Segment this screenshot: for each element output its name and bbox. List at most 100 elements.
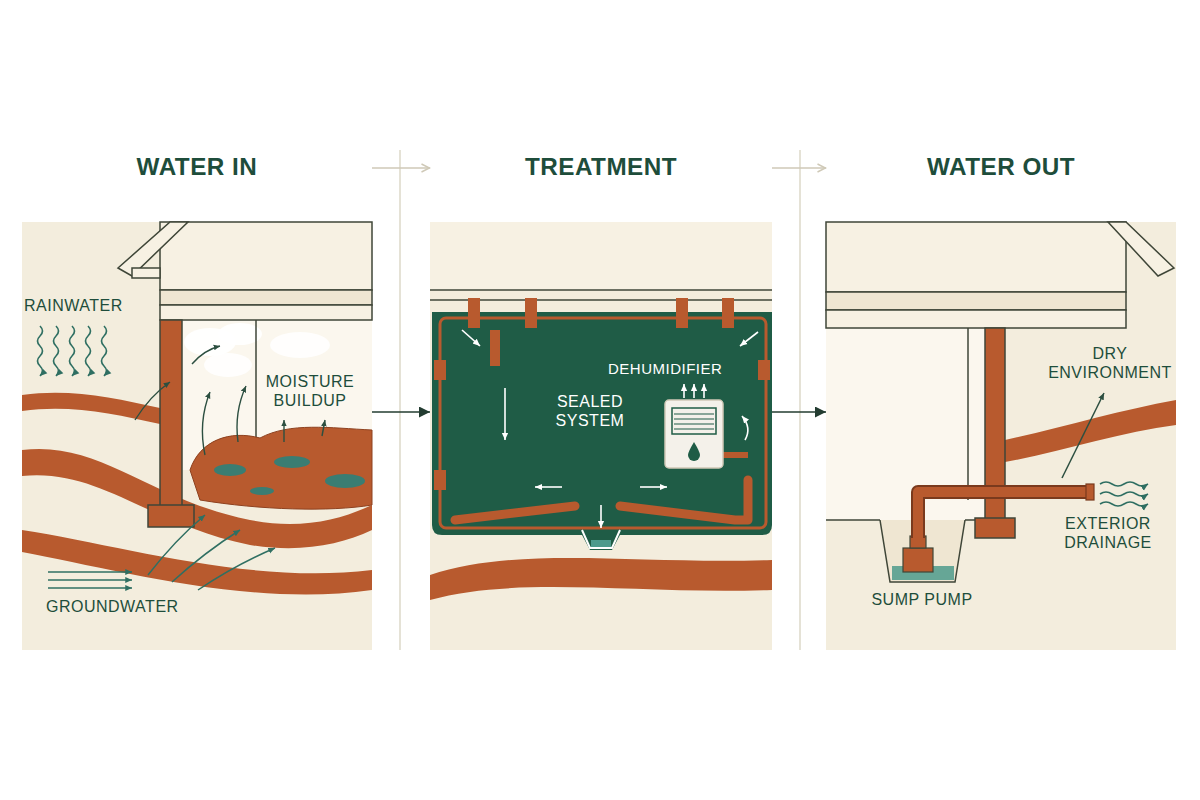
pier-post <box>160 320 182 508</box>
callout-label: DEHUMIDIFIER <box>608 360 758 378</box>
moisture-arrow <box>237 386 246 442</box>
bracket <box>676 298 688 328</box>
bracket <box>468 298 480 328</box>
callout-label: DRY ENVIRONMENT <box>1046 344 1174 382</box>
house-wall <box>160 222 372 290</box>
air-arrow <box>683 384 685 398</box>
soil-band <box>22 393 160 424</box>
panel-heading: TREATMENT <box>430 152 772 181</box>
callout-label: EXTERIOR DRAINAGE <box>1052 514 1164 552</box>
grille-slat <box>674 423 714 424</box>
groundwater-arrow <box>172 530 240 582</box>
flow-arrow <box>740 332 758 346</box>
roof-eave <box>1108 222 1174 276</box>
floor-band <box>826 310 1126 328</box>
groundwater-arrow <box>48 579 132 581</box>
flow-arrow <box>504 388 506 440</box>
rain-arrow <box>86 326 91 376</box>
flow-connector <box>372 167 430 169</box>
sump-well <box>582 530 620 548</box>
pipe-cap <box>1086 484 1094 500</box>
flow-arrow <box>462 330 480 346</box>
grille-slat <box>674 428 714 429</box>
groundwater-arrow <box>48 571 132 573</box>
callout-label: SEALED SYSTEM <box>543 392 637 430</box>
flow-arrow <box>600 505 602 528</box>
drain-pipe <box>723 452 748 458</box>
drain-pipe <box>620 480 748 520</box>
groundwater-arrow <box>198 548 275 590</box>
groundwater-arrow <box>48 587 132 589</box>
panel-ground <box>826 222 1176 650</box>
panel-divider <box>399 150 401 650</box>
crawlspace-wall <box>967 328 969 500</box>
drain-wave <box>1100 502 1148 506</box>
moisture-arrow <box>192 346 220 364</box>
soffit <box>132 268 160 278</box>
rain-arrow <box>70 326 75 376</box>
vapor-barrier <box>432 312 772 550</box>
puddle <box>325 474 365 488</box>
label-anchor: RAINWATER <box>24 296 174 315</box>
bracket <box>434 360 446 380</box>
moisture-arrow <box>322 420 325 436</box>
drain-pipe <box>490 330 500 366</box>
grille-slat <box>674 413 714 414</box>
puddle <box>214 464 246 476</box>
panel-heading: WATER OUT <box>826 152 1176 181</box>
sump-pump <box>903 548 933 572</box>
discharge-pipe <box>918 492 1088 538</box>
flow-arrow <box>535 486 562 488</box>
label-anchor: DRY ENVIRONMENT <box>1046 344 1174 382</box>
connector-group <box>372 168 826 412</box>
bracket <box>758 360 770 380</box>
house-wall <box>826 222 1126 292</box>
moisture-arrow <box>135 382 170 420</box>
rain-arrow <box>102 326 107 376</box>
panel: WATER OUT <box>826 140 1176 650</box>
moisture-arrow <box>283 420 284 442</box>
discharge-pipe <box>918 492 1088 538</box>
drain-wave <box>1100 492 1148 496</box>
house-wall <box>430 222 772 290</box>
panel-divider <box>799 150 801 650</box>
water-drop-icon <box>688 442 700 461</box>
floor-band <box>826 292 1126 310</box>
puddle <box>250 487 274 495</box>
callout-label: GROUNDWATER <box>46 597 216 616</box>
panel: TREATMENT <box>430 140 772 650</box>
bracket <box>722 298 734 328</box>
label-anchor: MOISTURE BUILDUP <box>258 372 362 410</box>
crawlspace-post <box>255 320 257 440</box>
rain-arrow <box>54 326 59 376</box>
soil-band <box>430 558 772 600</box>
rain-arrow <box>38 326 43 376</box>
callout-label: MOISTURE BUILDUP <box>258 372 362 410</box>
moisture-arrow <box>202 392 210 455</box>
label-anchor: SUMP PUMP <box>862 590 982 609</box>
fog <box>270 332 330 358</box>
label-anchor: SEALED SYSTEM <box>543 392 637 430</box>
panel-ground <box>22 222 372 650</box>
soil-band <box>22 530 372 595</box>
flow-connector <box>772 167 826 169</box>
panel: WATER IN <box>22 140 372 650</box>
callout-label: RAINWATER <box>24 296 174 315</box>
dehumidifier-grille <box>672 408 716 434</box>
panel-heading: WATER IN <box>22 152 372 181</box>
flow-arrow <box>742 416 748 440</box>
air-arrow <box>703 384 705 398</box>
drain-wave <box>1100 482 1148 486</box>
floor-band <box>160 290 372 305</box>
panel-ground <box>430 222 772 650</box>
label-anchor: DEHUMIDIFIER <box>608 360 758 378</box>
groundwater-arrow <box>148 515 205 575</box>
flow-arrow <box>640 486 667 488</box>
flow-connector <box>772 411 826 413</box>
grille-slat <box>674 418 714 419</box>
pier-footing <box>975 518 1015 538</box>
